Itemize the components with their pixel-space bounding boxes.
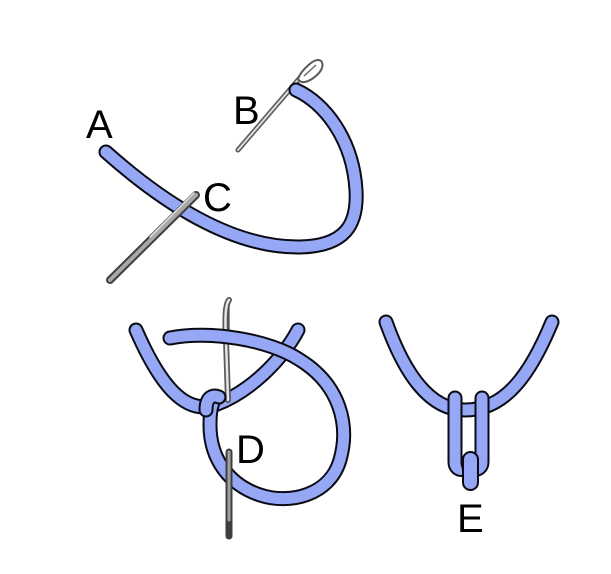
label-a: A: [86, 103, 113, 147]
thread-step-three-v: [378, 314, 560, 418]
thread-step-two-loop: [162, 327, 352, 507]
label-d: D: [236, 428, 265, 472]
step-three-group: E: [378, 314, 560, 541]
thread-step-three-knot: [447, 390, 490, 491]
needle-c-icon: [106, 191, 200, 284]
label-c: C: [203, 176, 232, 220]
needle-d-upper-icon: [222, 297, 232, 403]
needle-b-icon: [235, 58, 324, 153]
step-two-group: D: [128, 297, 352, 540]
label-e: E: [457, 497, 484, 541]
thread-step-two-wrap: [198, 388, 227, 418]
label-b: B: [233, 89, 260, 133]
step-one-group: A B C: [86, 58, 364, 284]
thread-step-one: [98, 82, 364, 255]
